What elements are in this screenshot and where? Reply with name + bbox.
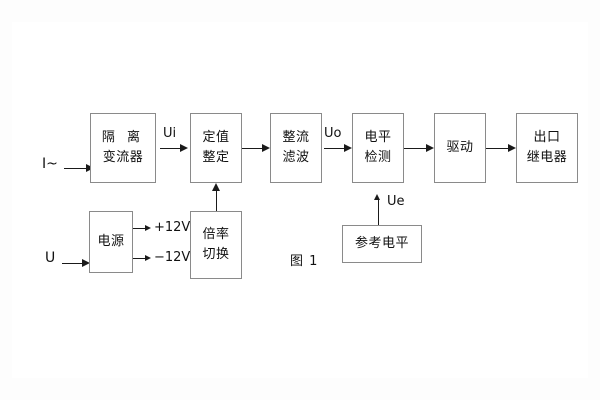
block-isolation-transformer-line2: 变流器 <box>102 150 144 165</box>
block-setting-value-line1: 定值 <box>202 129 230 145</box>
rail-negative-arrowhead <box>145 254 151 261</box>
block-setting-value-line2: 整定 <box>202 150 230 165</box>
block-level-detection[interactable]: 电平 检测 <box>352 113 404 183</box>
connector-driver-to-relay-arrowhead <box>508 143 516 152</box>
rail-positive-arrowhead <box>145 224 151 231</box>
voltage-input-arrowhead <box>82 258 90 267</box>
signal-ui-arrowhead <box>180 143 188 152</box>
block-isolation-transformer-line1: 隔 离 <box>101 129 145 145</box>
connector-driver-to-relay <box>486 148 510 149</box>
block-level-detection-line1: 电平 <box>364 129 392 145</box>
block-level-detection-line2: 检测 <box>364 150 392 165</box>
voltage-input-label: U <box>45 250 56 266</box>
block-setting-value[interactable]: 定值 整定 <box>190 113 242 183</box>
current-input-connector <box>64 168 88 169</box>
block-power-supply[interactable]: 电源 <box>89 211 133 273</box>
signal-uo-arrowhead <box>344 143 352 152</box>
connector-setting-to-rectifier-arrowhead <box>262 143 270 152</box>
voltage-input-connector <box>62 263 84 264</box>
connector-level-to-driver <box>404 148 428 149</box>
signal-ui-label: Ui <box>163 126 177 141</box>
block-output-relay[interactable]: 出口 继电器 <box>516 113 578 183</box>
figure-caption: 图 1 <box>290 254 319 269</box>
connector-multiplier-to-setting-arrowhead <box>211 183 220 191</box>
connector-level-to-driver-arrowhead <box>426 143 434 152</box>
connector-reference-to-level-arrowhead <box>374 194 380 200</box>
block-driver-line1: 驱动 <box>446 139 474 155</box>
signal-uo-label: Uo <box>324 126 342 141</box>
block-power-supply-line1: 电源 <box>97 233 125 249</box>
block-reference-level[interactable]: 参考电平 <box>342 225 422 263</box>
signal-ue-label: Ue <box>387 194 405 209</box>
block-rectifier-filter-line1: 整流 <box>282 129 310 145</box>
block-multiplier-switch-line1: 倍率 <box>202 226 230 242</box>
block-rectifier-filter-line2: 滤波 <box>282 150 310 165</box>
block-isolation-transformer[interactable]: 隔 离 变流器 <box>90 113 156 183</box>
block-multiplier-switch[interactable]: 倍率 切换 <box>190 211 242 279</box>
connector-multiplier-to-setting <box>216 190 217 211</box>
block-output-relay-line2: 继电器 <box>526 150 568 165</box>
block-rectifier-filter[interactable]: 整流 滤波 <box>270 113 322 183</box>
signal-uo-connector <box>324 148 346 149</box>
rail-positive-connector <box>133 228 147 229</box>
block-output-relay-line1: 出口 <box>533 129 561 145</box>
block-multiplier-switch-line2: 切换 <box>202 247 230 262</box>
connector-reference-to-level <box>378 200 379 225</box>
rail-negative-label: −12V <box>154 250 191 265</box>
block-driver[interactable]: 驱动 <box>434 113 486 183</box>
block-reference-level-line1: 参考电平 <box>354 235 409 251</box>
signal-ui-connector <box>160 148 182 149</box>
rail-negative-connector <box>133 258 147 259</box>
current-input-label: I~ <box>42 156 58 172</box>
connector-setting-to-rectifier <box>242 148 264 149</box>
rail-positive-label: +12V <box>154 220 191 235</box>
figure-frame: I~ 隔 离 变流器 Ui 定值 整定 整流 滤波 Uo <box>12 22 588 378</box>
